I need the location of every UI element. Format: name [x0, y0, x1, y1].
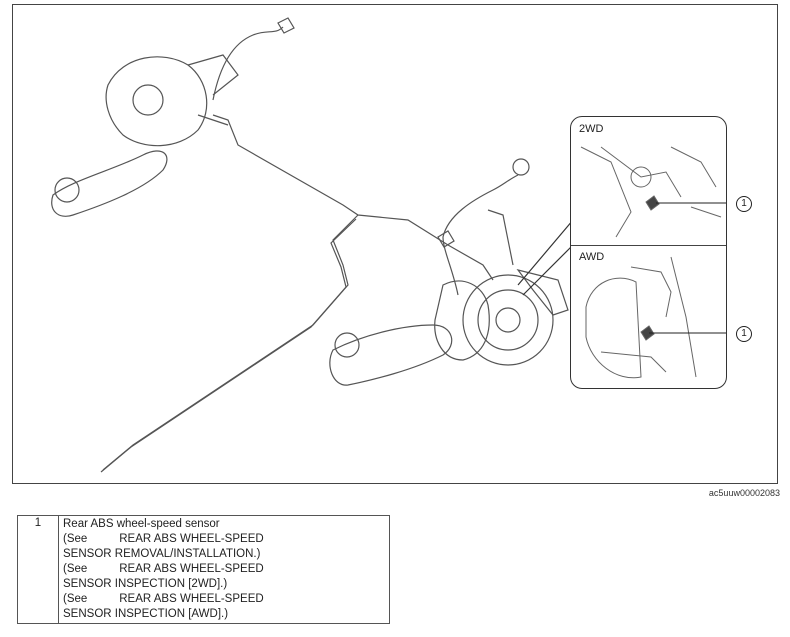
legend-line: (See REAR ABS WHEEL-SPEED [63, 563, 264, 575]
detail-2wd-bracket [580, 146, 632, 238]
left-bushing [54, 177, 80, 203]
right-trailing-arm [329, 324, 453, 386]
left-knuckle [105, 56, 208, 147]
legend-line: (See REAR ABS WHEEL-SPEED [63, 533, 264, 545]
callout-1-2wd: 1 [736, 196, 752, 212]
right-hub [495, 307, 521, 333]
upper-harness [212, 26, 284, 101]
detail-awd-disc [585, 277, 642, 379]
figure-id: ac5uuw00002083 [708, 488, 780, 498]
legend-line: SENSOR REMOVAL/INSTALLATION.) [63, 548, 261, 560]
left-trailing-arm [51, 150, 168, 217]
suspension-illustration [51, 17, 574, 473]
sensor-harness [442, 174, 519, 296]
left-hub [132, 84, 164, 116]
legend-description: Rear ABS wheel-speed sensor (See REAR AB… [58, 515, 390, 624]
legend-table: 1 Rear ABS wheel-speed sensor (See REAR … [17, 515, 390, 624]
legend-line: Rear ABS wheel-speed sensor [63, 518, 220, 530]
leader-line [522, 244, 574, 296]
brake-disc [462, 274, 554, 366]
table-row: 1 Rear ABS wheel-speed sensor (See REAR … [17, 515, 390, 624]
legend-line: SENSOR INSPECTION [AWD].) [63, 608, 229, 620]
legend-line: (See REAR ABS WHEEL-SPEED [63, 593, 264, 605]
inset-label-2wd: 2WD [579, 123, 604, 135]
inset-divider [571, 245, 726, 246]
right-knuckle [434, 280, 490, 361]
brake-line [212, 114, 494, 281]
callout-1-awd: 1 [736, 326, 752, 342]
brake-line-lower [102, 214, 359, 471]
detail-inset: 2WD AWD [570, 116, 727, 389]
inset-label-awd: AWD [579, 251, 605, 263]
diagram-frame: 2WD AWD 1 1 [12, 4, 778, 484]
legend-number: 1 [17, 515, 59, 624]
legend-line: SENSOR INSPECTION [2WD].) [63, 578, 228, 590]
